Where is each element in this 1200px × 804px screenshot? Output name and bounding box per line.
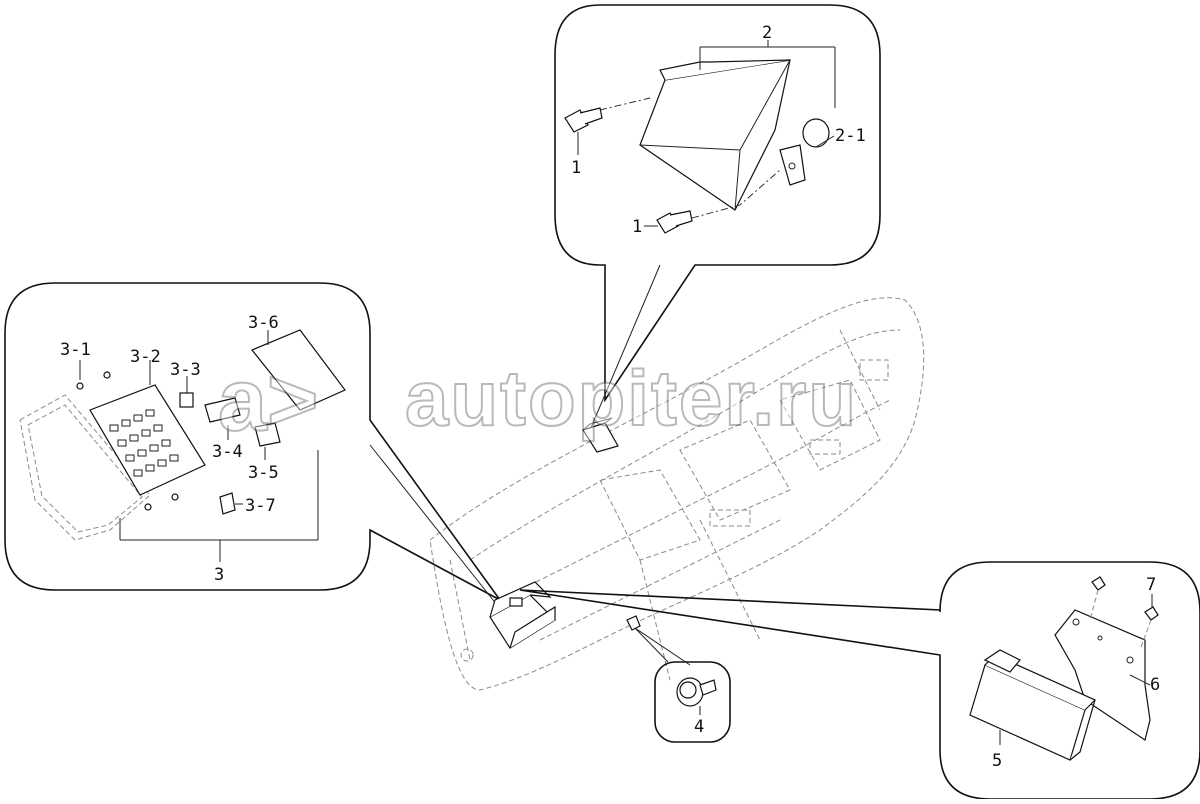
gasket-frame	[19, 394, 151, 541]
sensor-part	[676, 677, 717, 707]
callout-2-1: 2-1	[835, 126, 866, 146]
callout-3-4: 3-4	[212, 442, 243, 462]
dashboard-panel	[429, 297, 925, 691]
callout-3-3: 3-3	[170, 360, 201, 380]
screw-7a-part	[1091, 576, 1106, 591]
callout-2: 2	[762, 23, 772, 43]
fuse-block-part	[89, 384, 206, 496]
relay-3-4-part	[204, 397, 241, 423]
callout-3-5: 3-5	[248, 463, 279, 483]
bracket-part	[1054, 609, 1151, 741]
callout-7: 7	[1146, 575, 1156, 595]
callout-1-top: 1	[571, 158, 581, 178]
bubble-sensor: 4	[626, 615, 731, 743]
callout-1-bottom: 1	[632, 217, 642, 237]
callout-3-2: 3-2	[130, 347, 161, 367]
relay-box-installed	[582, 417, 619, 453]
watermark: a> autopiter.ru	[217, 349, 858, 450]
module-5-part	[969, 649, 1097, 761]
bubble-fusebox: 3-1 3-2 3-3 3-6 3-4 3-5 3-7 3	[4, 282, 501, 606]
callout-5: 5	[992, 751, 1002, 771]
callout-4: 4	[694, 717, 704, 737]
callout-3-7: 3-7	[245, 496, 276, 516]
screw-7b-part	[1144, 606, 1159, 621]
callout-3-1: 3-1	[60, 340, 91, 360]
watermark-logo: a>	[218, 350, 318, 449]
bubble-relay: 2 2-1 1 1	[554, 4, 881, 431]
relay-3-3-part	[179, 392, 194, 408]
callout-3: 3	[214, 565, 224, 585]
bolt-top-part	[564, 107, 603, 133]
sensor-installed	[626, 615, 641, 631]
watermark-text: autopiter.ru	[405, 354, 858, 442]
screw-part	[76, 382, 84, 390]
relay-box-part	[639, 59, 806, 211]
callout-3-6: 3-6	[248, 313, 279, 333]
relay-3-5-part	[254, 422, 281, 447]
cover-3-6-part	[251, 329, 346, 411]
callout-6: 6	[1150, 675, 1160, 695]
part-3-7	[219, 492, 236, 515]
bubble-module: 7 6 5	[519, 561, 1200, 800]
bolt-bottom-part	[656, 210, 693, 234]
o-ring-part	[802, 118, 830, 148]
